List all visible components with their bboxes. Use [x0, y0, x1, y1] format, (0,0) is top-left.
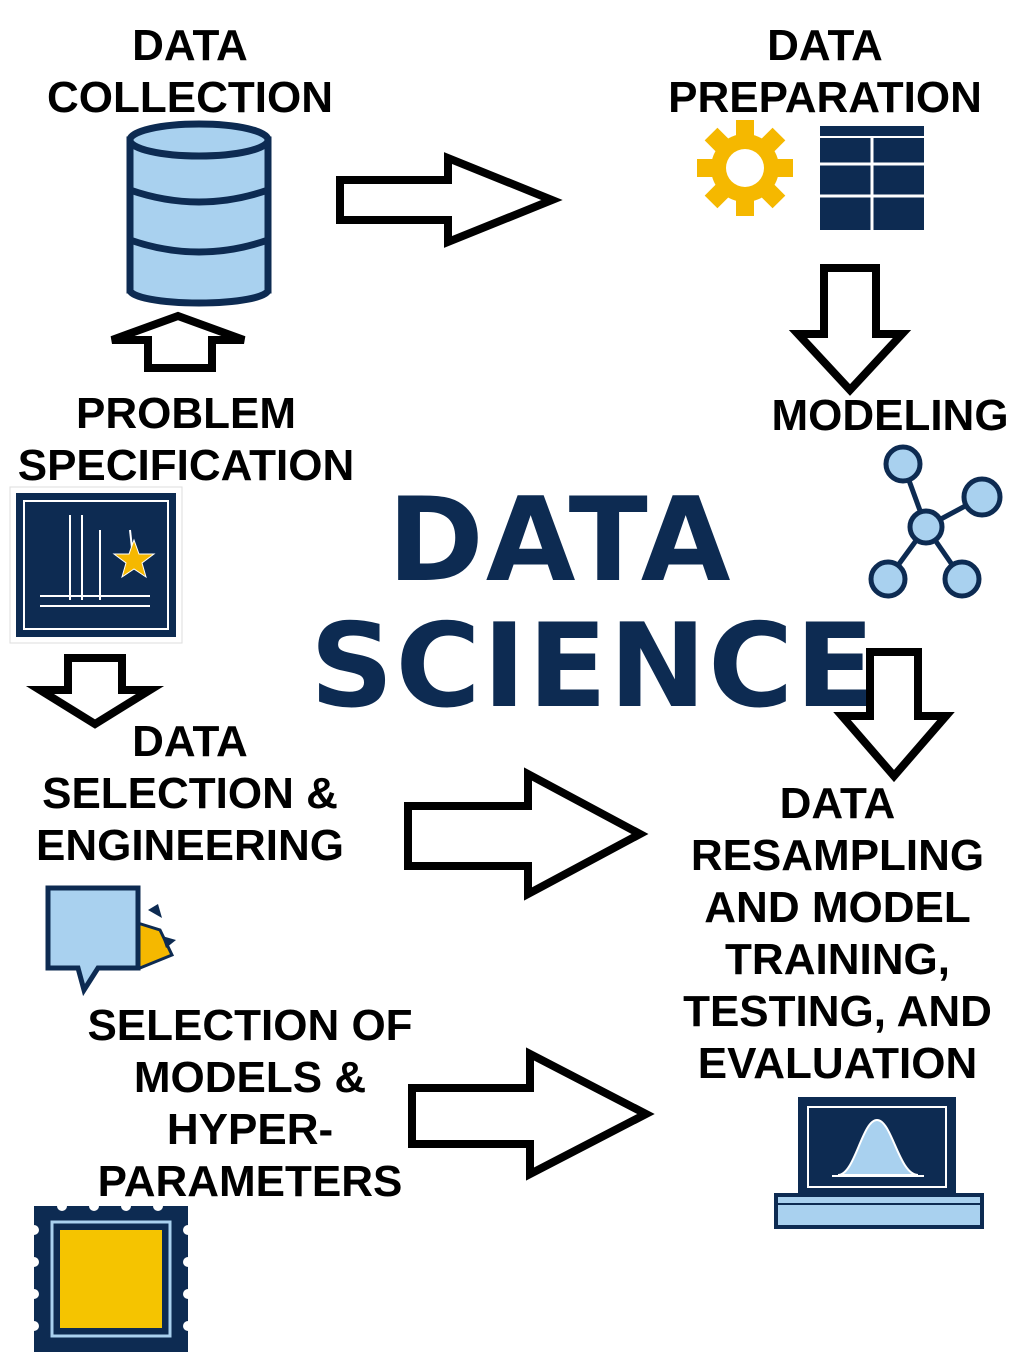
- label-resampling: DATA RESAMPLING AND MODEL TRAINING, TEST…: [660, 778, 1015, 1090]
- label-line: AND MODEL: [704, 883, 971, 932]
- network-graph-icon: [868, 444, 1003, 599]
- label-line: MODELS &: [133, 1053, 367, 1102]
- label-line: SELECTION &: [42, 769, 338, 818]
- label-line: EVALUATION: [697, 1039, 978, 1088]
- database-icon: [126, 120, 272, 307]
- hero-title: DATA SCIENCE: [310, 473, 877, 734]
- blueprint-star-icon: [9, 486, 183, 644]
- label-model-selection: SELECTION OF MODELS & HYPER- PARAMETERS: [55, 1000, 445, 1208]
- label-line: SPECIFICATION: [17, 441, 355, 490]
- arrow-selection-to-resampling: [404, 767, 649, 901]
- arrow-preparation-to-modeling: [788, 264, 912, 396]
- label-line: DATA: [132, 21, 248, 70]
- gear-icon: [697, 120, 793, 216]
- arrow-collection-to-preparation: [336, 152, 563, 248]
- label-line: MODELING: [771, 391, 1009, 440]
- label-line: TRAINING,: [725, 935, 950, 984]
- label-line: ENGINEERING: [35, 821, 345, 870]
- label-problem-specification: PROBLEM SPECIFICATION: [0, 388, 372, 492]
- label-line: SELECTION OF: [87, 1001, 413, 1050]
- table-icon: [820, 126, 924, 230]
- stamp-icon: [29, 1201, 193, 1352]
- hero-title-line2: SCIENCE: [310, 599, 877, 734]
- hero-title-line1: DATA: [387, 473, 733, 608]
- arrow-models-to-resampling: [408, 1047, 655, 1181]
- label-line: PREPARATION: [668, 73, 982, 122]
- arrow-modeling-to-resampling: [833, 648, 955, 783]
- label-line: RESAMPLING: [690, 831, 985, 880]
- label-line: PARAMETERS: [97, 1157, 403, 1206]
- label-line: TESTING, AND: [683, 987, 992, 1036]
- arrow-problem-to-selection: [25, 654, 165, 729]
- label-line: DATA: [779, 779, 896, 828]
- speech-bubble-icon: [45, 885, 176, 997]
- laptop-bell-curve-icon: [774, 1097, 984, 1229]
- label-data-collection: DATA COLLECTION: [20, 20, 360, 124]
- label-modeling: MODELING: [755, 390, 1024, 442]
- arrow-problem-to-collection: [110, 311, 246, 372]
- label-line: DATA: [132, 717, 248, 766]
- label-line: PROBLEM: [76, 389, 296, 438]
- label-line: DATA: [767, 21, 883, 70]
- label-data-preparation: DATA PREPARATION: [650, 20, 1000, 124]
- label-line: COLLECTION: [47, 73, 333, 122]
- label-line: HYPER-: [166, 1105, 334, 1154]
- label-data-selection: DATA SELECTION & ENGINEERING: [10, 716, 370, 872]
